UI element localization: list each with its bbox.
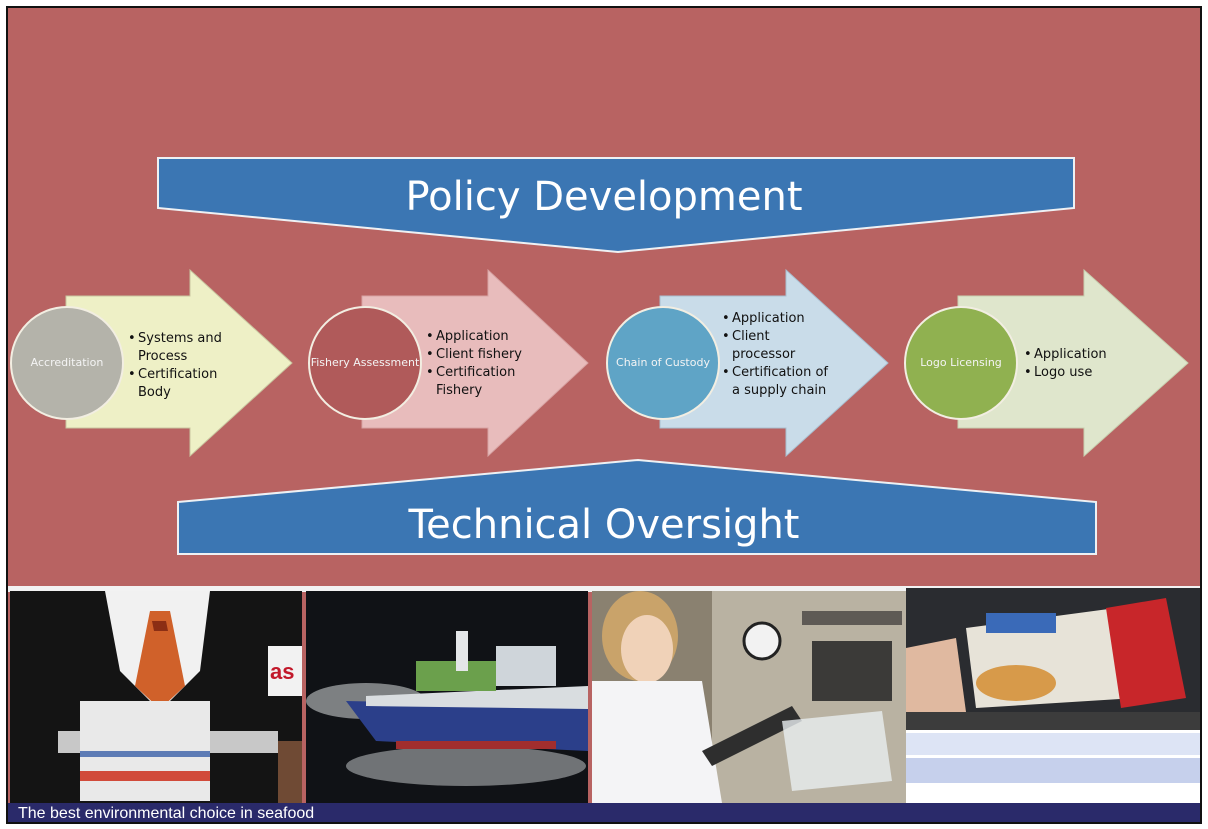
bullets-fishery-assessment: Application Client fishery Certification…	[426, 328, 546, 400]
photo-accreditation-art: as	[10, 591, 302, 803]
photo-accreditation: as	[10, 591, 302, 803]
bullet-item: Certification Fishery	[426, 364, 546, 400]
circle-accreditation-label: Accreditation	[30, 356, 104, 369]
photo-fishery-art	[306, 591, 588, 803]
bullet-item: Application	[1024, 346, 1144, 364]
photo-logo-art	[906, 588, 1200, 803]
photo-band	[8, 586, 1200, 592]
bullet-item: Logo use	[1024, 364, 1144, 382]
bullet-item: Certification Body	[128, 366, 238, 402]
technical-oversight-label: Technical Oversight	[408, 502, 800, 548]
photo-custody-art	[592, 591, 906, 803]
photo-logo	[906, 588, 1200, 803]
bullets-accreditation: Systems and Process Certification Body	[128, 330, 238, 402]
bullets-logo-licensing: Application Logo use	[1024, 346, 1144, 382]
photo-sign-text: as	[270, 659, 294, 684]
circle-fishery-assessment-label: Fishery Assessment	[310, 356, 420, 369]
bullet-item: Application	[426, 328, 546, 346]
photo-fishery	[306, 591, 588, 803]
circle-chain-of-custody-label: Chain of Custody	[616, 356, 710, 369]
policy-development-arrow	[157, 157, 1075, 254]
diagram-shapes	[65, 157, 1189, 555]
bullet-item: Client processor	[722, 328, 832, 364]
bullet-item: Client fishery	[426, 346, 546, 364]
bullets-chain-of-custody: Application Client processor Certificati…	[722, 310, 832, 400]
slide: Policy Development Technical Oversight A…	[6, 6, 1202, 824]
footer-bar: The best environmental choice in seafood	[8, 803, 1200, 822]
circle-chain-of-custody: Chain of Custody	[606, 306, 720, 420]
circle-accreditation: Accreditation	[10, 306, 124, 420]
policy-development-label: Policy Development	[405, 174, 803, 220]
circle-logo-licensing-label: Logo Licensing	[920, 356, 1002, 369]
photo-custody	[592, 591, 906, 803]
bullet-item: Systems and Process	[128, 330, 238, 366]
circle-logo-licensing: Logo Licensing	[904, 306, 1018, 420]
bullet-item: Certification of a supply chain	[722, 364, 832, 400]
circle-fishery-assessment: Fishery Assessment	[308, 306, 422, 420]
footer-tagline: The best environmental choice in seafood	[18, 805, 315, 822]
bullet-item: Application	[722, 310, 832, 328]
technical-oversight-arrow	[177, 458, 1097, 555]
